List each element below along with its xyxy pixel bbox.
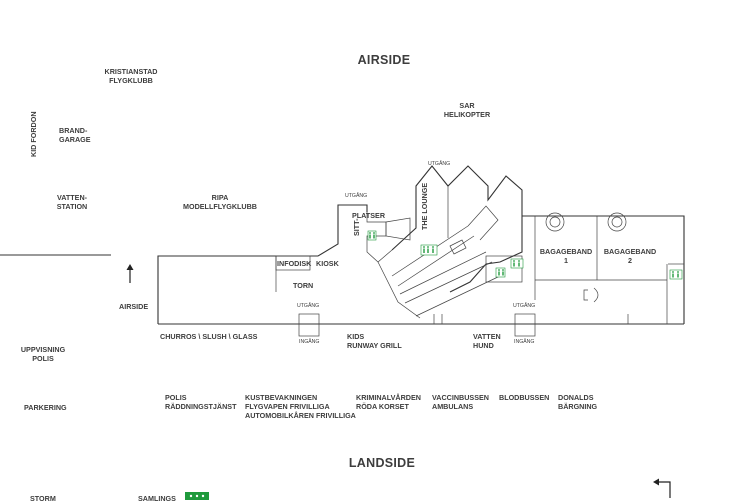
landside-title: LANDSIDE	[348, 456, 416, 470]
vatten-hund-label: VATTEN HUND	[473, 332, 501, 350]
bagageband-2-label: BAGAGEBAND 2	[603, 247, 657, 265]
bagageband-1-label: BAGAGEBAND 1	[539, 247, 593, 265]
brandgarage-label: BRAND- GARAGE	[59, 126, 91, 144]
kiosk-label: KIOSK	[316, 259, 339, 268]
restroom-icon	[669, 269, 683, 280]
terminal-outline	[157, 165, 685, 337]
kriminalvarden-label: KRIMINALVÅRDEN RÖDA KORSET	[356, 393, 421, 411]
airside-title: AIRSIDE	[357, 53, 411, 67]
donalds-label: DONALDS BÄRGNING	[558, 393, 598, 411]
blodbussen-label: BLODBUSSEN	[499, 393, 550, 402]
gate-exit-label: Utgång	[428, 161, 451, 167]
infodisk-label: INFODISK	[277, 259, 312, 268]
the-lounge-label: THE LOUNGE	[420, 182, 429, 230]
kid-fordon-label: KID FORDON	[29, 111, 38, 157]
vattenstation-label: VATTEN- STATION	[56, 193, 88, 211]
restroom-icon	[420, 244, 438, 256]
kids-runway-grill-label: KIDs RUNWAY GRILL	[347, 332, 402, 350]
parkering-label: PARKERING	[24, 403, 67, 412]
gate-entrance-label: Ingång	[514, 339, 535, 345]
airside-arrow-label: AIRSIDE	[119, 302, 149, 311]
polis-label: POLIS RÄDDNINGSTJÄNST	[165, 393, 237, 411]
sittplatser-label: PLATSER	[352, 211, 386, 220]
gate-exit-label: Utgång	[513, 303, 536, 309]
restroom-icon	[367, 230, 377, 241]
churros-label: CHURROS \ SLUSH \ GLASS	[160, 332, 258, 341]
storm-label: STORM	[30, 494, 56, 503]
ripa-label: RIPA MODELLFLYGKLUBB	[182, 193, 258, 211]
kustbevakningen-label: KUSTBEVAKNINGEN FLYGVAPEN FRIVILLIGA AUT…	[245, 393, 356, 420]
torn-label: TORN	[293, 281, 314, 290]
gate-exit-label: Utgång	[345, 193, 368, 199]
samlings-label: SAMLINGS	[138, 494, 176, 503]
vaccinbussen-label: VACCINBUSSEN AMBULANS	[432, 393, 489, 411]
restroom-icon	[510, 258, 524, 269]
assembly-point-icon	[185, 492, 209, 500]
arrow-up-icon	[126, 264, 134, 283]
arrow-turn-icon	[653, 478, 671, 498]
restroom-icon	[495, 267, 506, 278]
sitt-label: SITT-	[352, 218, 361, 236]
gate-exit-label: Utgång	[297, 303, 320, 309]
kristianstad-flygklubb-label: KRISTIANSTAD FLYGKLUBB	[104, 67, 158, 85]
gate-entrance-label: Ingång	[299, 339, 320, 345]
uppvisning-polis-label: UPPVISNING POLIS	[20, 345, 66, 363]
sar-helikopter-label: SAR HELIKOPTER	[443, 101, 491, 119]
